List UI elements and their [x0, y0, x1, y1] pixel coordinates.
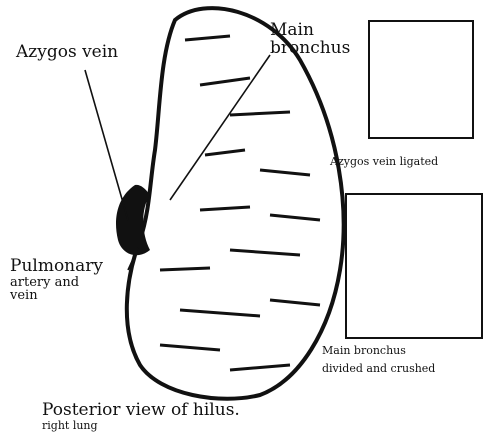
pulmonary-line1: Pulmonary [10, 258, 103, 276]
inset-2-caption-line2: divided and crushed [322, 363, 435, 375]
lung-hatching [160, 36, 320, 370]
inset-panel-1 [368, 20, 474, 139]
label-pulmonary: Pulmonary artery and vein [10, 258, 103, 303]
inset-2-caption-line1: Main bronchus [322, 345, 435, 357]
main-bronchus-line2: bronchus [270, 40, 350, 58]
inset-2-caption: Main bronchus divided and crushed [322, 345, 435, 374]
label-main-bronchus: Main bronchus [270, 22, 350, 58]
inset-panel-2 [345, 193, 483, 339]
pulmonary-line2: artery and [10, 276, 103, 290]
lung-outline [127, 8, 344, 399]
pulmonary-line3: vein [10, 289, 103, 303]
caption-line1: Posterior view of hilus. [42, 402, 240, 420]
figure-caption: Posterior view of hilus. right lung [42, 402, 240, 431]
caption-line2: right lung [42, 420, 240, 432]
label-azygos-vein: Azygos vein [16, 44, 118, 62]
inset-1-caption: Azygos vein ligated [330, 156, 438, 168]
